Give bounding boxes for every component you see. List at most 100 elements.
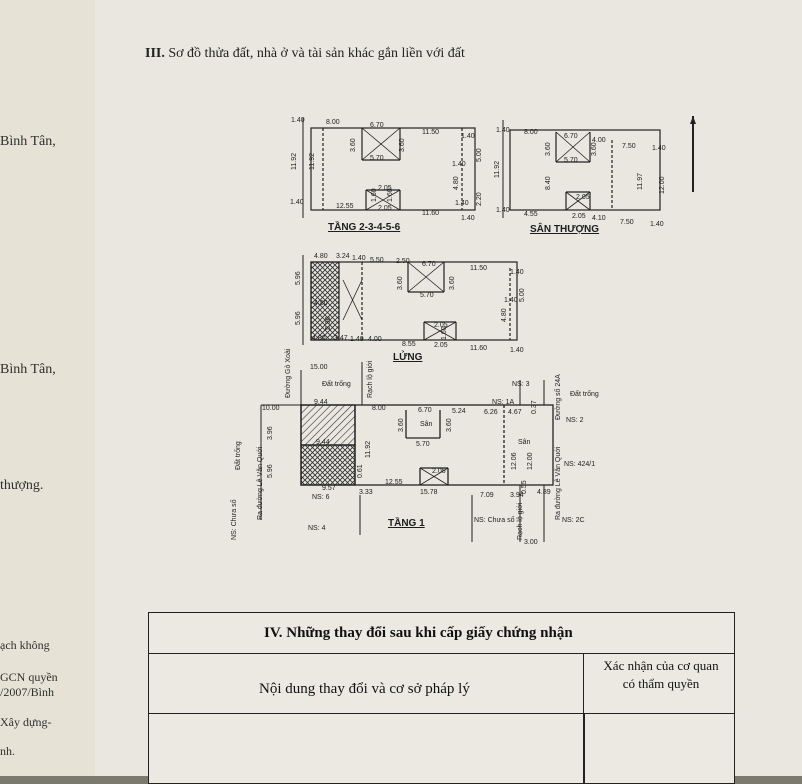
dim-label: 3.60	[449, 276, 456, 290]
dim-label: 0.37	[531, 400, 538, 414]
dim-label: 11.92	[309, 153, 316, 170]
site-label: NS: 3	[512, 381, 530, 388]
left-page-line: Bình Tân,	[0, 362, 56, 377]
dim-label: 2.05	[572, 213, 586, 220]
dim-label: 3.33	[359, 489, 373, 496]
plan-ground	[260, 362, 554, 542]
hatched-area	[300, 444, 356, 486]
section-3-title: III. Sơ đồ thửa đất, nhà ở và tài sản kh…	[145, 46, 465, 62]
changes-table-header: IV. Những thay đổi sau khi cấp giấy chứn…	[149, 613, 734, 654]
changes-table: IV. Những thay đổi sau khi cấp giấy chứn…	[148, 612, 735, 784]
dim-label: 6.70	[370, 122, 384, 129]
dim-label: 9.44	[314, 399, 328, 406]
dim-label: 0.55	[521, 480, 528, 494]
dim-label: 11.92	[365, 441, 372, 458]
plan-floor-2-6-outline	[310, 127, 476, 211]
dim-label: 4.00	[368, 336, 382, 343]
dim-label: 1.60	[387, 188, 394, 202]
dim-label: 3.96	[267, 426, 274, 440]
dim-label: 12.00	[659, 176, 666, 194]
plan-roof	[502, 120, 661, 218]
dim-label: 1.40	[510, 347, 524, 354]
site-label: NS: 1A	[492, 399, 515, 406]
dim-label: 12.55	[385, 479, 403, 486]
dim-label: 1.40	[504, 297, 518, 304]
site-label: NS: 6	[312, 494, 330, 501]
plan-mezzanine-dims: 4.80 3.24 1.40 5.50 2.50 6.70 11.50 1.40…	[295, 253, 526, 354]
site-label: Rạch lộ giới	[367, 360, 374, 398]
site-label: Đất trống	[233, 441, 242, 470]
dim-label: 6.70	[422, 261, 436, 268]
dim-label: 15.00	[310, 364, 328, 371]
dim-label: 2.05	[378, 205, 392, 212]
dim-label: 1.40	[650, 221, 664, 228]
dim-label: 10.00	[262, 405, 280, 412]
dim-label: 2.05	[432, 468, 446, 475]
dim-label: 1.40	[510, 269, 524, 276]
dim-label: 9.57	[322, 485, 336, 492]
plan-roof-dims: 1.40 8.00 6.70 4.00 7.50 1.40 11.92 3.60…	[494, 127, 666, 228]
site-label: Đường số 24A	[553, 374, 562, 420]
dim-label: 2.05	[434, 342, 448, 349]
dim-label: 2.05	[378, 185, 392, 192]
dim-label: 5.24	[452, 408, 466, 415]
dim-label: 4.80	[453, 176, 460, 190]
dim-label: 0.61	[357, 464, 364, 478]
plan-floor-2-6-label: TẦNG 2-3-4-5-6	[328, 220, 401, 233]
site-label: Sân	[518, 439, 531, 446]
site-label: NS: 424/1	[564, 461, 595, 468]
dim-label: 1.60	[371, 188, 378, 202]
section-4-title: IV. Những thay đổi sau khi cấp giấy chứn…	[264, 625, 573, 641]
site-label: NS: 4	[308, 525, 326, 532]
dim-label: 5.00	[476, 148, 483, 162]
dim-label: 1.40	[350, 336, 364, 343]
left-page-line: Bình Tân,	[0, 134, 56, 149]
site-label: Đất trống	[570, 389, 599, 398]
dim-label: 8.55	[402, 341, 416, 348]
authority-column-label: Xác nhận của cơ quan có thẩm quyền	[589, 657, 733, 693]
stair-cross	[342, 279, 363, 321]
authority-label-line: Xác nhận của cơ quan	[603, 658, 719, 673]
authority-label-line: có thẩm quyền	[622, 676, 700, 691]
plan-ground-label: TẦNG 1	[388, 516, 425, 529]
plan-roof-outline	[509, 129, 661, 211]
stair-cross	[407, 261, 445, 293]
site-label: Ra đường Lê Văn Quới	[555, 446, 562, 520]
dim-label: 2.50	[396, 258, 410, 265]
dim-label: 1.40	[652, 145, 666, 152]
dim-label: 3.94	[510, 492, 524, 499]
dim-label: 3.60	[399, 138, 406, 152]
left-page-line: Xây dựng-	[0, 715, 52, 729]
dim-label: 4.80	[314, 300, 328, 307]
dim-label: 4.80	[314, 253, 328, 260]
dim-label: 5.70	[416, 441, 430, 448]
dim-label: 6.70	[564, 133, 578, 140]
dim-label: 1.40	[452, 161, 466, 168]
plan-mezzanine-label: LỬNG	[393, 350, 423, 363]
dim-label: 2.05	[576, 194, 590, 201]
stair-cross	[423, 321, 457, 341]
dim-label: 5.96	[295, 311, 302, 325]
dim-label: 1.40	[461, 133, 475, 140]
plan-ground-labels: Đất trống Rạch lộ giới Đường Gò Xoài NS:…	[229, 348, 599, 540]
section-3-numeral: III.	[145, 46, 165, 61]
site-label: NS: Chưa số	[474, 515, 515, 524]
authority-header	[585, 653, 734, 714]
dim-label: 11.92	[494, 161, 501, 178]
dim-label: 6.26	[484, 409, 498, 416]
site-label: NS: 2	[566, 417, 584, 424]
dim-label: 11.92	[291, 153, 298, 170]
dim-label: 4.55	[524, 211, 538, 218]
dim-label: 3.60	[591, 142, 598, 156]
left-page-line: nh.	[0, 744, 15, 758]
dim-label: 4.80	[501, 308, 508, 322]
left-page-line: thượng.	[0, 478, 44, 493]
dim-label: 11.50	[422, 129, 439, 136]
dim-label: 3.60	[397, 276, 404, 290]
plan-ground-dims: 15.00 10.00 9.44 8.00 6.70 5.24 6.26 4.6…	[262, 364, 551, 546]
dim-label: 11.50	[470, 265, 487, 272]
north-arrow-icon	[690, 116, 696, 192]
changes-content-header	[149, 653, 584, 714]
dim-label: 5.96	[267, 464, 274, 478]
